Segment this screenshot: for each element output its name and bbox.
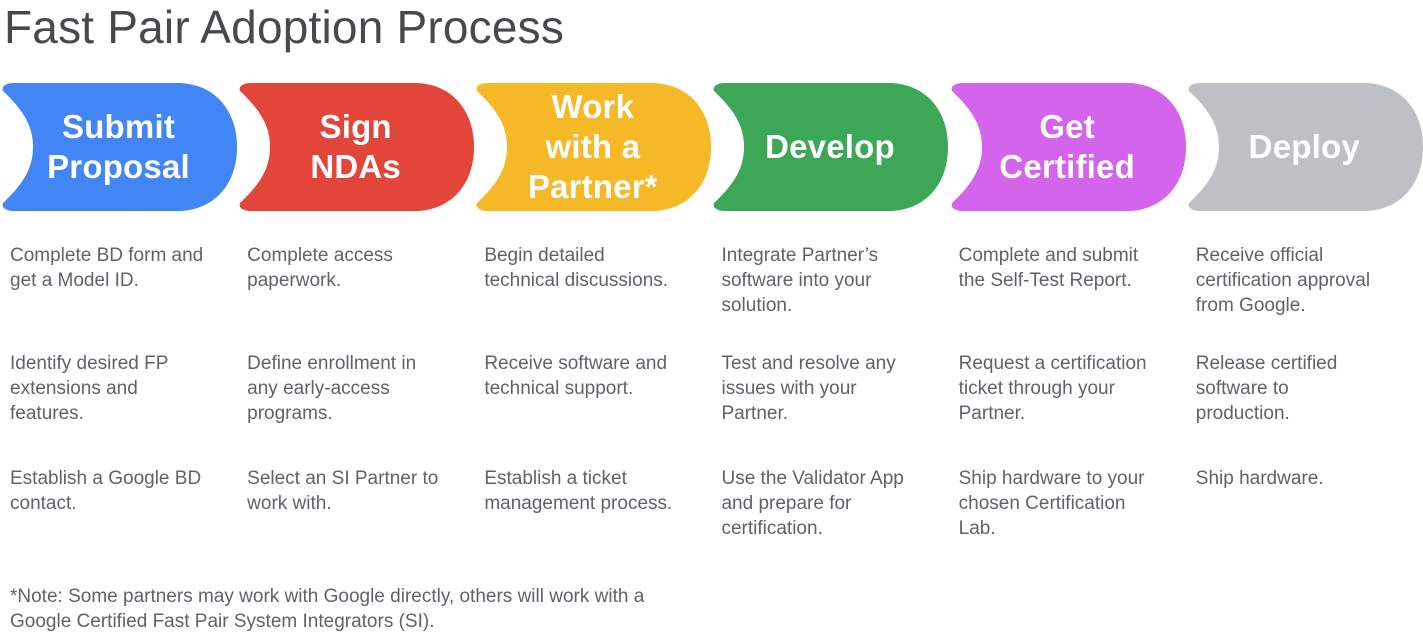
stage-item: Identify desired FP extensions and featu… [10,353,169,424]
stage-label: Develop [765,128,895,165]
stage-item: Complete access paperwork. [247,245,393,291]
stage-item: Receive official certification approval … [1195,245,1371,316]
stage-sign-ndas: Sign NDAs Complete access paperwork. Def… [237,83,475,632]
stage-item: Request a certification ticket through y… [958,353,1147,424]
stage-item: Release certified software to production… [1195,353,1338,424]
stage-label: Work with a Partner* [527,88,658,205]
stage-item: Establish a ticket management process. [484,468,673,514]
stage-arrow-shape [714,83,949,211]
stage-work-with-partner: Work with a Partner* Begin detailed tech… [474,83,712,632]
stage-item: Test and resolve any issues with your Pa… [721,353,896,424]
process-stages: Submit Proposal Complete BD form and get… [0,83,1423,632]
stage-item: Define enrollment in any early-access pr… [247,353,417,424]
stage-develop: Develop Integrate Partner’s software int… [711,83,949,632]
stage-item: Complete BD form and get a Model ID. [10,245,204,291]
stage-item: Ship hardware to your chosen Certificati… [958,468,1145,539]
footnote: *Note: Some partners may work with Googl… [10,586,645,632]
stage-item: Use the Validator App and prepare for ce… [721,468,904,539]
stage-item: Begin detailed technical discussions. [484,245,669,291]
stage-arrow-shape [239,83,475,211]
stage-item: Complete and submit the Self-Test Report… [958,245,1139,291]
stage-arrow-shape [1188,83,1423,211]
stage-get-certified: Get Certified Complete and submit the Se… [949,83,1186,632]
stage-label: Sign NDAs [310,108,401,185]
stage-arrow-shape [476,83,712,211]
stage-item: Establish a Google BD contact. [10,468,202,514]
stage-item: Receive software and technical support. [484,353,668,399]
stage-label: Get Certified [999,108,1135,185]
stage-item: Select an SI Partner to work with. [247,468,439,514]
stage-submit-proposal: Submit Proposal Complete BD form and get… [0,83,237,632]
page-title: Fast Pair Adoption Process [4,1,565,53]
stage-item: Integrate Partner’s software into your s… [721,245,879,316]
stage-item: Ship hardware. [1195,468,1324,489]
stage-label: Submit Proposal [47,108,190,185]
stage-deploy: Deploy Receive official certification ap… [1186,83,1423,632]
stage-arrow-shape [951,83,1186,211]
stage-label: Deploy [1248,128,1360,165]
stage-arrow-shape [2,83,237,211]
